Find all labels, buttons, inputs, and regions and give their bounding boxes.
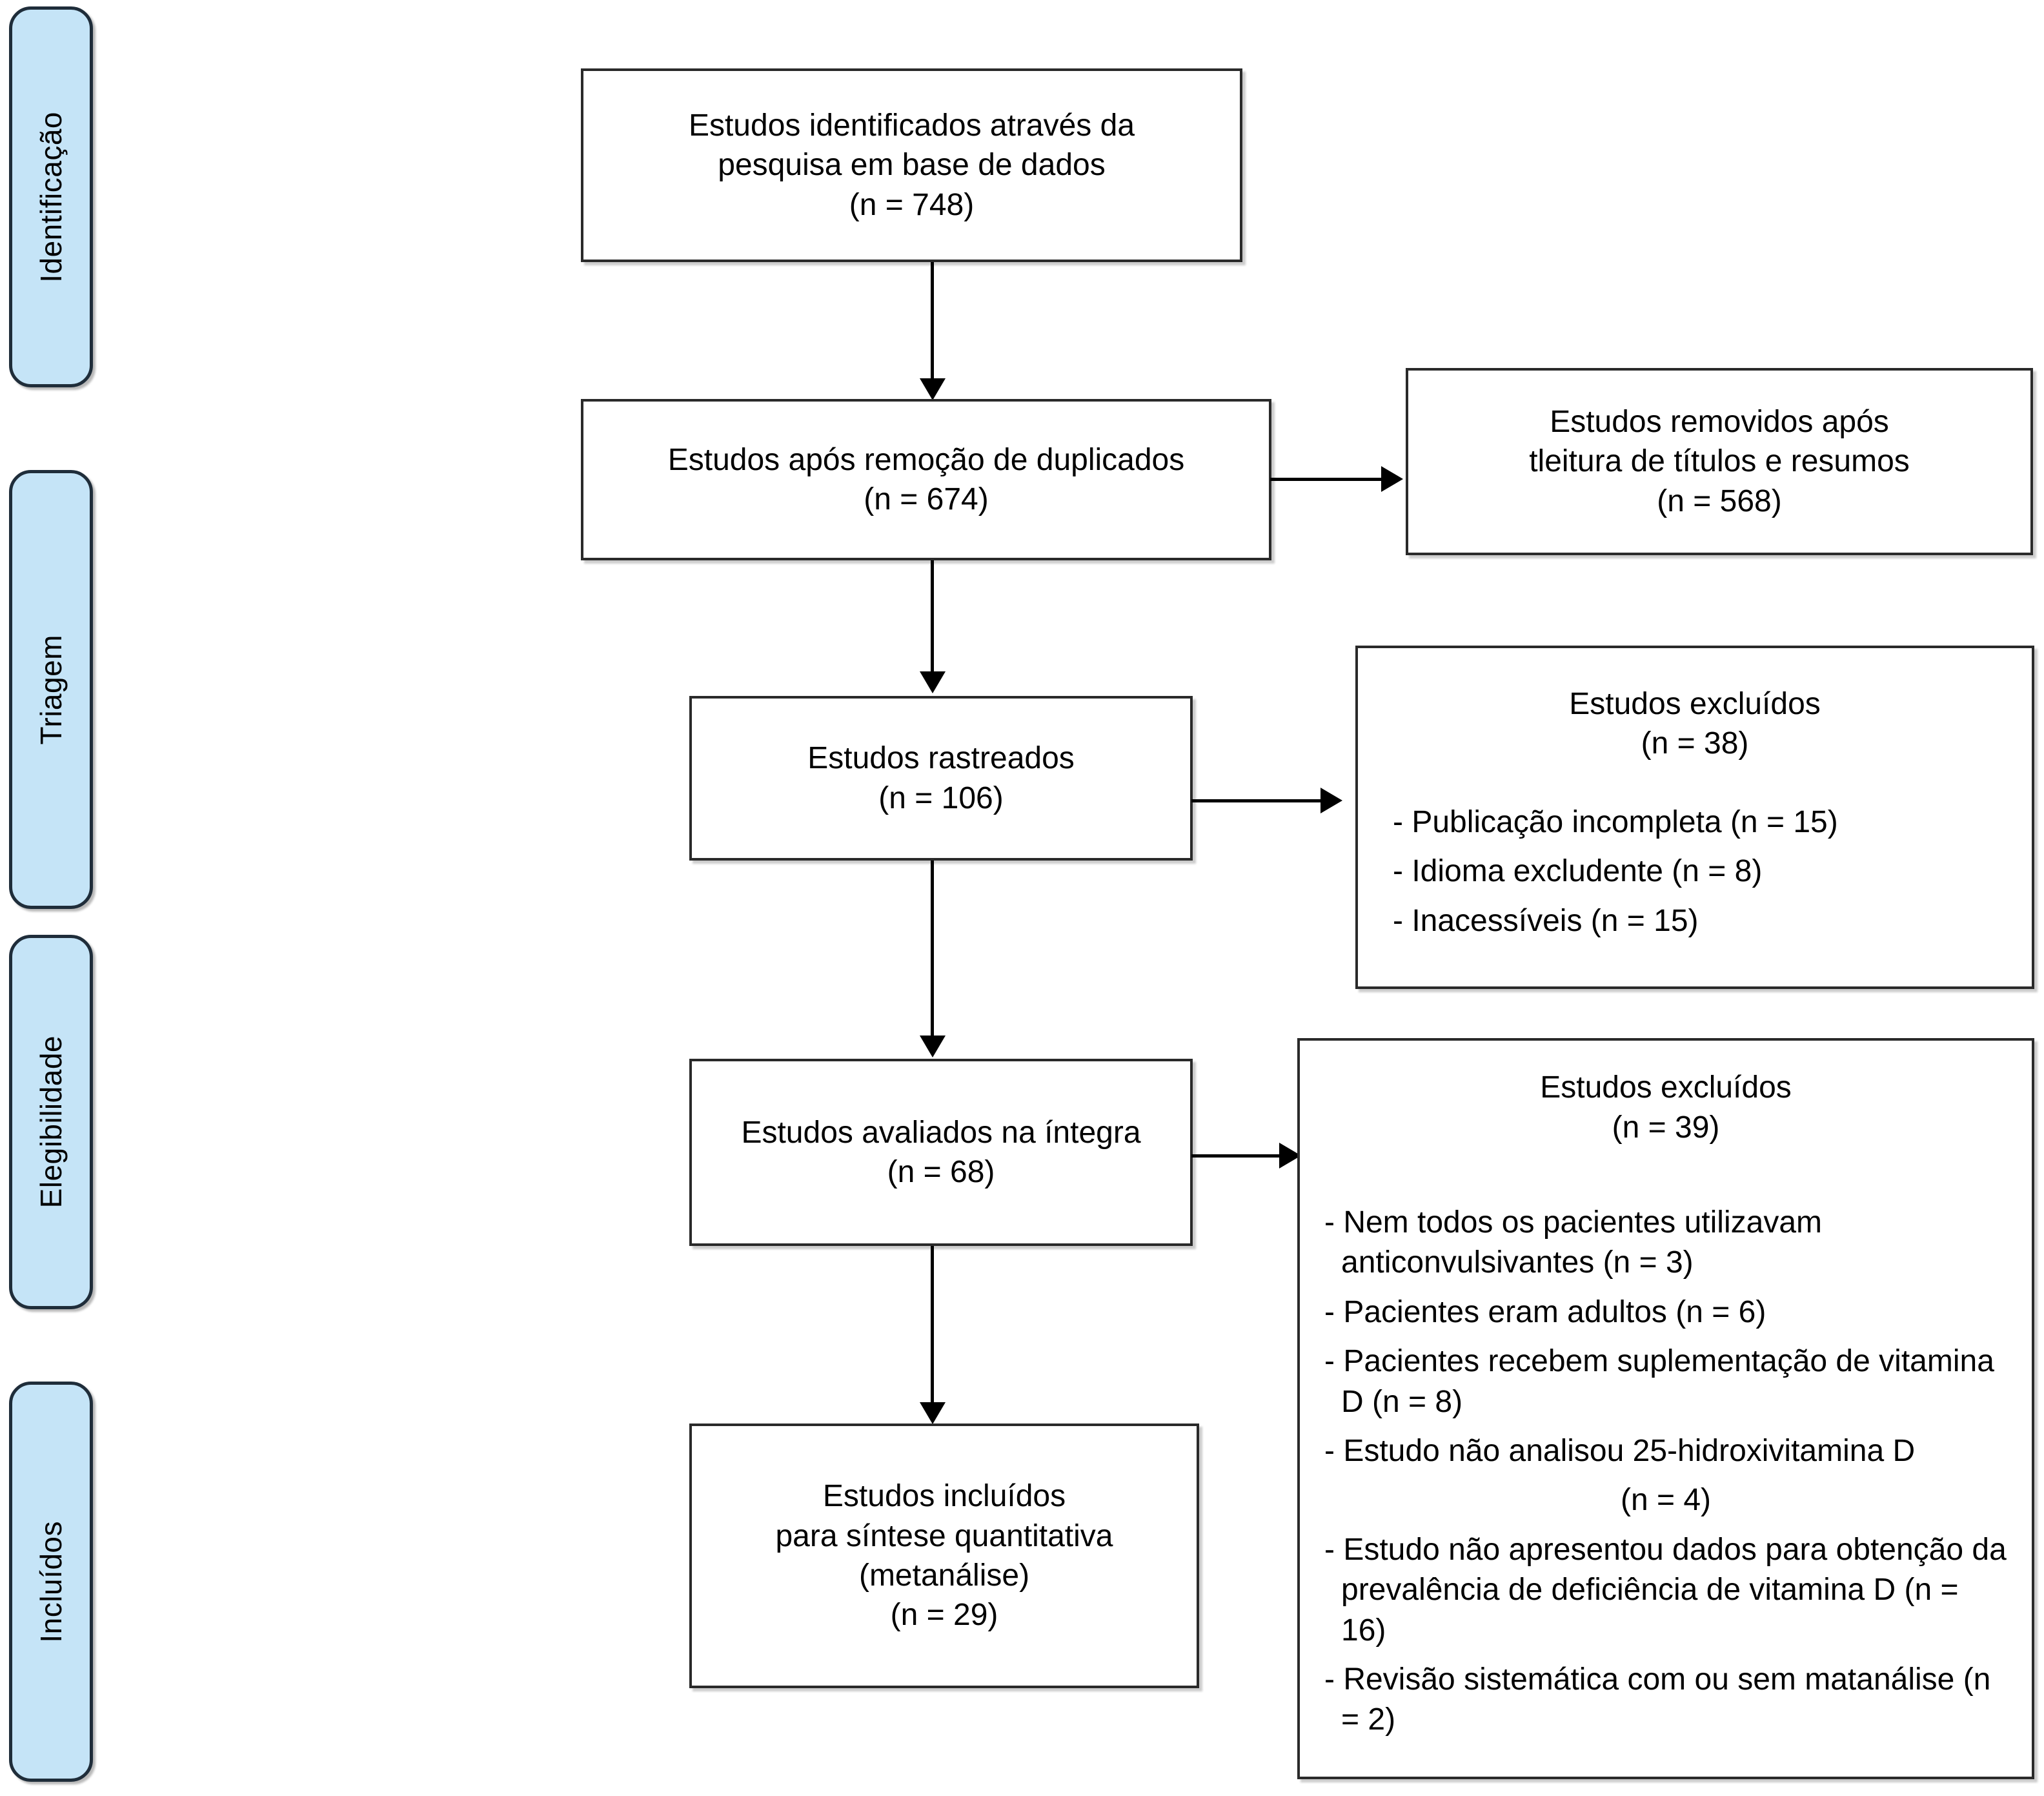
box-duplicates-line1: Estudos após remoção de duplicados xyxy=(667,442,1185,477)
box-excluded38-title: Estudos excluídos xyxy=(1569,686,1821,721)
arrowhead-duplicates-to-screened xyxy=(920,671,946,693)
stage-chip-incluidos: Incluídos xyxy=(9,1382,93,1782)
box-fulltext-line1: Estudos avaliados na íntegra xyxy=(741,1115,1141,1150)
box-excluded38-count: (n = 38) xyxy=(1641,726,1749,761)
connector-fulltext-to-included xyxy=(931,1246,934,1407)
excluded38-reason-3: - Inacessíveis (n = 15) xyxy=(1393,903,1699,938)
connector-duplicates-to-screened xyxy=(931,560,934,677)
connector-screened-to-excluded38 xyxy=(1191,799,1327,802)
connector-fulltext-to-excluded39 xyxy=(1191,1154,1285,1158)
excluded38-reason-1: - Publicação incompleta (n = 15) xyxy=(1393,804,1838,839)
arrowhead-screened-to-fulltext xyxy=(920,1036,946,1057)
stage-chip-triagem: Triagem xyxy=(9,470,93,909)
excluded39-reason-list: - Nem todos os pacientes utilizavam anti… xyxy=(1324,1203,2007,1750)
box-removed-count: (n = 568) xyxy=(1657,484,1782,518)
box-studies-included: Estudos incluídos para síntese quantitat… xyxy=(689,1424,1199,1688)
box-studies-screened: Estudos rastreados (n = 106) xyxy=(689,696,1193,861)
excluded39-reason-1: - Nem todos os pacientes utilizavam anti… xyxy=(1324,1205,1822,1280)
stage-label-triagem: Triagem xyxy=(34,634,68,745)
box-identified-line1: Estudos identificados através da xyxy=(688,108,1135,143)
box-excluded39-title: Estudos excluídos xyxy=(1540,1070,1792,1105)
box-screened-count: (n = 106) xyxy=(878,781,1004,815)
box-included-line3: (metanálise) xyxy=(858,1558,1030,1593)
connector-screened-to-fulltext xyxy=(931,861,934,1041)
connector-identified-to-duplicates xyxy=(931,262,934,385)
connector-duplicates-to-removed xyxy=(1270,478,1386,481)
stage-chip-identificacao: Identificação xyxy=(9,6,93,387)
box-identified-line2: pesquisa em base de dados xyxy=(718,148,1106,183)
box-included-count: (n = 29) xyxy=(890,1598,998,1633)
box-after-duplicates: Estudos após remoção de duplicados (n = … xyxy=(581,399,1271,560)
stage-chip-elegibilidade: Elegibilidade xyxy=(9,935,93,1309)
box-duplicates-count: (n = 674) xyxy=(864,482,989,516)
excluded39-reason-4-count: (n = 4) xyxy=(1620,1483,1712,1518)
excluded39-reason-6: - Revisão sistemática com ou sem matanál… xyxy=(1324,1662,1991,1737)
box-excluded-full-text: Estudos excluídos (n = 39) - Nem todos o… xyxy=(1297,1038,2034,1779)
box-fulltext-count: (n = 68) xyxy=(887,1155,995,1189)
box-studies-identified: Estudos identificados através da pesquis… xyxy=(581,68,1242,262)
box-removed-line2: tleitura de títulos e resumos xyxy=(1529,444,1910,479)
stage-label-elegibilidade: Elegibilidade xyxy=(34,1036,68,1209)
box-excluded39-count: (n = 39) xyxy=(1612,1110,1720,1145)
arrowhead-screened-to-excluded38 xyxy=(1321,788,1342,813)
stage-label-incluidos: Incluídos xyxy=(34,1520,68,1643)
excluded39-reason-3: - Pacientes recebem suplementação de vit… xyxy=(1324,1344,1994,1419)
box-removed-line1: Estudos removidos após xyxy=(1550,404,1889,439)
box-full-text-assessed: Estudos avaliados na íntegra (n = 68) xyxy=(689,1059,1193,1246)
arrowhead-identified-to-duplicates xyxy=(920,378,946,400)
box-removed-title-abstract: Estudos removidos após tleitura de títul… xyxy=(1406,368,2033,555)
excluded39-reason-5: - Estudo não apresentou dados para obten… xyxy=(1324,1532,2007,1648)
arrowhead-fulltext-to-included xyxy=(920,1402,946,1424)
box-excluded-screening: Estudos excluídos (n = 38) - Publicação … xyxy=(1355,646,2034,989)
box-included-line1: Estudos incluídos xyxy=(822,1479,1066,1514)
excluded38-reason-2: - Idioma excludente (n = 8) xyxy=(1393,854,1763,889)
excluded38-reason-list: - Publicação incompleta (n = 15) - Idiom… xyxy=(1393,802,1997,950)
box-identified-count: (n = 748) xyxy=(849,187,975,222)
arrowhead-duplicates-to-removed xyxy=(1381,466,1403,492)
stage-label-identificacao: Identificação xyxy=(34,111,68,283)
excluded39-reason-4: - Estudo não analisou 25-hidroxivitamina… xyxy=(1324,1434,1916,1469)
excluded39-reason-2: - Pacientes eram adultos (n = 6) xyxy=(1324,1294,1766,1329)
box-included-line2: para síntese quantitativa xyxy=(775,1518,1113,1553)
box-screened-line1: Estudos rastreados xyxy=(807,741,1075,776)
